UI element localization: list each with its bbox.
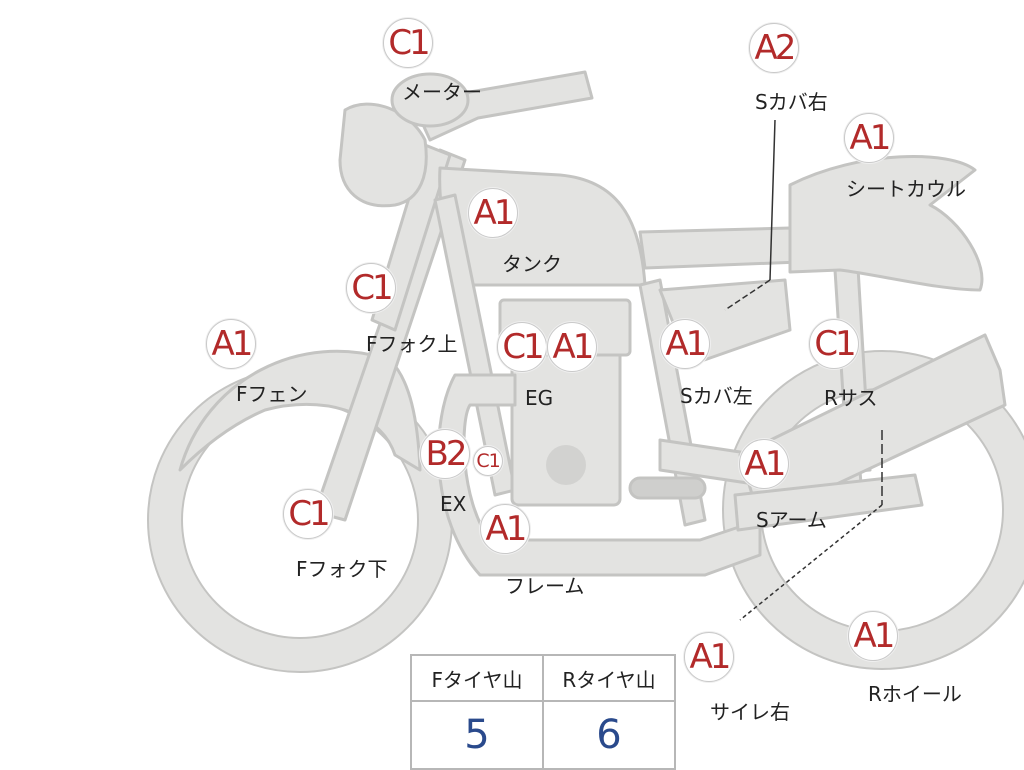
rwheel-grade-badge: A1 [848,611,898,661]
frame-grade-badge: A1 [480,504,530,554]
sarm-grade-badge: A1 [739,439,789,489]
front-tire-header: Fタイヤ山 [410,654,544,702]
meter-grade-badge: C1 [383,18,433,68]
ffork-upper-label: Fフォク上 [366,332,458,356]
meter-label: メーター [402,80,482,104]
handlebar [418,70,594,142]
rear-tire-value: 6 [542,700,676,770]
tire-tread-table: Fタイヤ山 Rタイヤ山 5 6 [410,654,676,770]
scover-right-label: Sカバ右 [755,90,828,114]
seat-cowl-grade-badge: A1 [844,113,894,163]
ffender-grade-badge: A1 [206,319,256,369]
tank-label: タンク [502,252,562,276]
scover-left-label: Sカバ左 [680,384,753,408]
scover-left-grade-badge: A1 [660,319,710,369]
frame-label: フレーム [505,574,585,598]
silencer-right-grade-badge: A1 [684,632,734,682]
rear-tire-header: Rタイヤ山 [542,654,676,702]
exhaust-grade-badge: B2 [420,429,470,479]
exhaust-label: EX [440,492,467,516]
front-tire-value: 5 [410,700,544,770]
seat-cowl-shape [788,155,984,292]
seat-cowl-label: シートカウル [846,177,966,201]
rsus-label: Rサス [824,386,878,410]
engine-grade-badge-2: A1 [547,322,597,372]
front-fork [313,148,467,522]
engine-grade-badge-1: C1 [497,322,547,372]
ffork-lower-label: Fフォク下 [296,557,388,581]
ffork-upper-grade-badge: C1 [346,263,396,313]
meter-shape [390,72,470,128]
rwheel-label: Rホイール [868,682,962,706]
scover-right-grade-badge: A2 [749,23,799,73]
tank-grade-badge: A1 [468,188,518,238]
rsus-grade-badge: C1 [809,319,859,369]
exhaust-extra-grade-badge: C1 [473,446,503,476]
headlight [338,102,428,208]
silencer-right-label: サイレ右 [710,700,790,724]
ffender-label: Fフェン [236,382,308,406]
engine-label: EG [525,386,554,410]
sarm-label: Sアーム [756,508,827,532]
ffork-lower-grade-badge: C1 [283,489,333,539]
